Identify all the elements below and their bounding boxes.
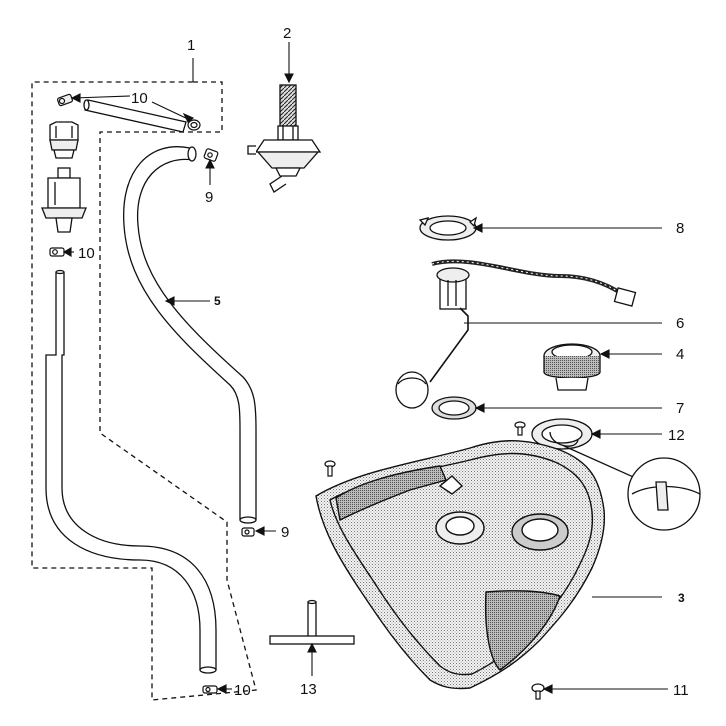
callout-9-top: 9 — [205, 189, 213, 206]
callout-6: 6 — [676, 315, 684, 332]
callout-12: 12 — [668, 427, 685, 444]
filler-cap — [543, 343, 601, 391]
bolt-top — [514, 421, 526, 436]
bolt-11 — [531, 683, 545, 700]
hose-clamp-top-right — [187, 119, 201, 131]
fuel-filter-assembly — [41, 121, 87, 233]
gasket — [431, 396, 477, 420]
t-connector — [269, 599, 355, 645]
filler-neck-seal — [531, 418, 593, 450]
long-fuel-hose-left — [45, 269, 217, 674]
callout-7: 7 — [676, 400, 684, 417]
lock-ring — [418, 215, 478, 241]
hose-clamp-9-bottom — [241, 527, 255, 537]
hose-clamp-top-left — [57, 93, 73, 107]
callout-5: 5 — [214, 294, 221, 308]
fuel-level-sender — [395, 259, 637, 409]
short-hose — [83, 99, 187, 133]
callout-9-bottom: 9 — [281, 524, 289, 541]
detail-magnifier — [563, 445, 701, 531]
bolt-left — [324, 460, 336, 477]
callout-10-mid: 10 — [78, 245, 95, 262]
hose-clamp-9-top — [203, 148, 219, 162]
callout-13: 13 — [300, 681, 317, 698]
callout-8: 8 — [676, 220, 684, 237]
callout-4: 4 — [676, 346, 684, 363]
long-fuel-hose-5 — [123, 146, 257, 524]
hose-clamp-mid-left — [49, 247, 65, 257]
callout-10-top: 10 — [131, 90, 148, 107]
vent-valve-assembly — [247, 84, 322, 193]
leader-lines — [62, 42, 668, 694]
callout-11: 11 — [673, 682, 689, 699]
kit-boundary-dashed — [31, 81, 257, 701]
callout-3: 3 — [678, 591, 685, 605]
callout-2: 2 — [283, 25, 291, 42]
fuel-tank — [315, 440, 606, 690]
callout-1: 1 — [187, 37, 195, 54]
callout-10-bottom: 10 — [234, 682, 251, 699]
hose-clamp-bottom — [202, 685, 218, 694]
